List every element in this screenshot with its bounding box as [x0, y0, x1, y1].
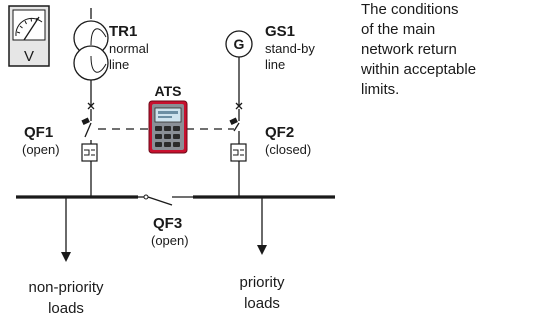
load-arrow-left-icon — [61, 252, 71, 262]
qf2-switch-blade — [233, 122, 240, 132]
voltmeter-icon: V — [8, 5, 50, 67]
gs1-line2: line — [265, 57, 285, 72]
generator-gs1-icon: G — [225, 30, 253, 58]
disconnector-left-icon — [87, 102, 95, 110]
qf2-state: (closed) — [265, 142, 311, 157]
transformer-tr1-icon — [73, 8, 109, 81]
qf2-breaker-icon — [230, 143, 247, 162]
ats-device-icon — [148, 100, 188, 154]
condition-note: The conditions of the main network retur… — [361, 1, 477, 98]
ats-label: ATS — [155, 83, 182, 99]
qf3-bus-coupler-icon — [138, 194, 193, 206]
left-load-line2: loads — [48, 300, 84, 317]
tr1-line1: normal — [109, 41, 149, 56]
load-arrow-right-icon — [257, 245, 267, 255]
left-load-line1: non-priority — [28, 279, 104, 296]
tr1-line2: line — [109, 57, 129, 72]
disconnector-right-icon — [235, 102, 243, 110]
tr1-name: TR1 — [109, 23, 137, 40]
qf2-name: QF2 — [265, 124, 294, 141]
qf1-switch-blade — [84, 122, 92, 138]
right-load-line1: priority — [239, 274, 285, 291]
voltmeter-unit: V — [24, 48, 34, 65]
qf3-state: (open) — [151, 233, 189, 248]
qf1-state: (open) — [22, 142, 60, 157]
gs1-line1: stand-by — [265, 41, 315, 56]
qf1-name: QF1 — [24, 124, 53, 141]
single-line-diagram: V TR1 normal line QF1 (open) G GS1 stand… — [8, 5, 335, 317]
generator-symbol: G — [234, 36, 245, 52]
right-load-line2: loads — [244, 295, 280, 312]
qf3-name: QF3 — [153, 215, 182, 232]
qf1-breaker-icon — [81, 143, 98, 162]
gs1-name: GS1 — [265, 23, 295, 40]
